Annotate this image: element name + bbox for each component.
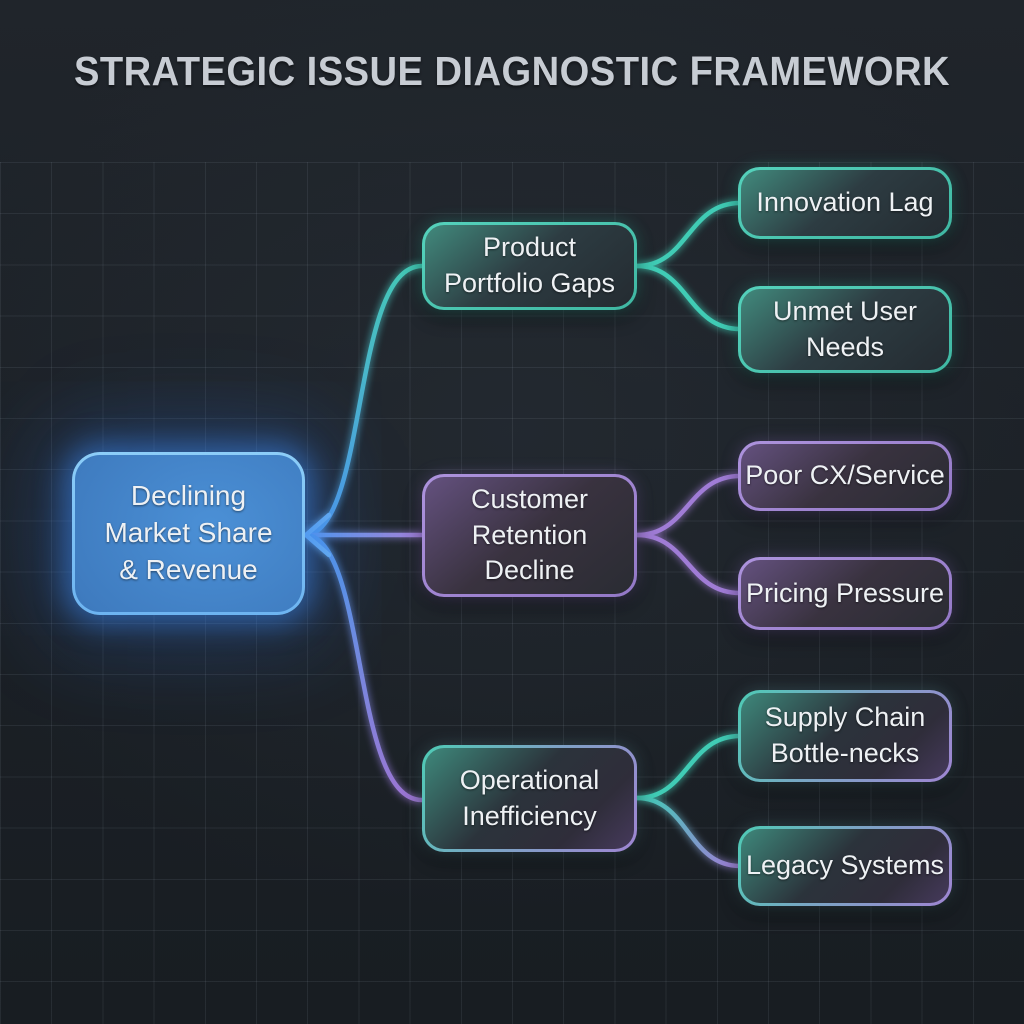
connector-product-to-unmet-needs xyxy=(634,263,743,332)
node-label-line: Pricing Pressure xyxy=(745,577,945,608)
connector-root-to-product xyxy=(305,263,425,538)
node-label-line: Legacy Systems xyxy=(745,850,945,881)
node-label-line: Operational xyxy=(459,764,600,795)
node-label: Declining Market Share & Revenue xyxy=(75,455,302,612)
node-unmet-user-needs[interactable]: Unmet User Needs xyxy=(738,286,952,373)
connector-operational-to-supply-chain xyxy=(634,733,743,801)
node-operational-inefficiency[interactable]: Operational Inefficiency xyxy=(422,745,637,852)
node-label-line: Decline xyxy=(484,555,575,586)
connector-customer-to-poor-cx xyxy=(634,473,743,538)
node-innovation-lag[interactable]: Innovation Lag xyxy=(738,167,952,239)
node-label-line: Supply Chain xyxy=(764,702,926,733)
node-label-line: Needs xyxy=(805,331,885,362)
node-customer-retention-decline[interactable]: Customer Retention Decline xyxy=(422,474,637,597)
node-label-line: Product xyxy=(482,232,577,263)
connector-product-to-innovation-lag xyxy=(634,200,743,269)
page-title: STRATEGIC ISSUE DIAGNOSTIC FRAMEWORK xyxy=(73,48,951,94)
connector-root-to-operational xyxy=(305,532,425,803)
node-supply-chain-bottlenecks[interactable]: Supply Chain Bottle-necks xyxy=(738,690,952,782)
node-label: Product Portfolio Gaps xyxy=(425,225,634,307)
node-label: Unmet User Needs xyxy=(741,289,949,370)
node-label-line: Innovation Lag xyxy=(756,187,934,218)
node-declining-market-share-revenue[interactable]: Declining Market Share & Revenue xyxy=(72,452,305,615)
connector-operational-to-legacy-systems xyxy=(634,795,743,869)
node-label-line: Customer xyxy=(470,484,589,515)
node-label: Supply Chain Bottle-necks xyxy=(741,693,949,779)
node-label: Legacy Systems xyxy=(741,829,949,903)
node-poor-cx-service[interactable]: Poor CX/Service xyxy=(738,441,952,511)
node-product-portfolio-gaps[interactable]: Product Portfolio Gaps xyxy=(422,222,637,310)
node-label-line: Unmet User xyxy=(772,295,918,326)
node-label-line: Inefficiency xyxy=(462,800,597,831)
node-label-line: Portfolio Gaps xyxy=(443,268,616,298)
node-label: Innovation Lag xyxy=(741,170,949,236)
node-label-line: Bottle-necks xyxy=(770,738,920,768)
node-label: Customer Retention Decline xyxy=(425,477,634,594)
node-label-line: Retention xyxy=(471,519,588,550)
connector-customer-to-pricing-pressure xyxy=(634,532,743,596)
node-label: Pricing Pressure xyxy=(741,560,949,627)
node-label-line: Declining xyxy=(130,480,247,512)
node-legacy-systems[interactable]: Legacy Systems xyxy=(738,826,952,906)
arrowhead-into-root xyxy=(302,512,332,558)
node-label-line: Market Share xyxy=(104,517,273,549)
node-label: Poor CX/Service xyxy=(741,444,949,508)
node-label: Operational Inefficiency xyxy=(425,748,634,849)
node-label-line: & Revenue xyxy=(119,553,258,585)
node-pricing-pressure[interactable]: Pricing Pressure xyxy=(738,557,952,630)
node-label-line: Poor CX/Service xyxy=(745,460,945,491)
